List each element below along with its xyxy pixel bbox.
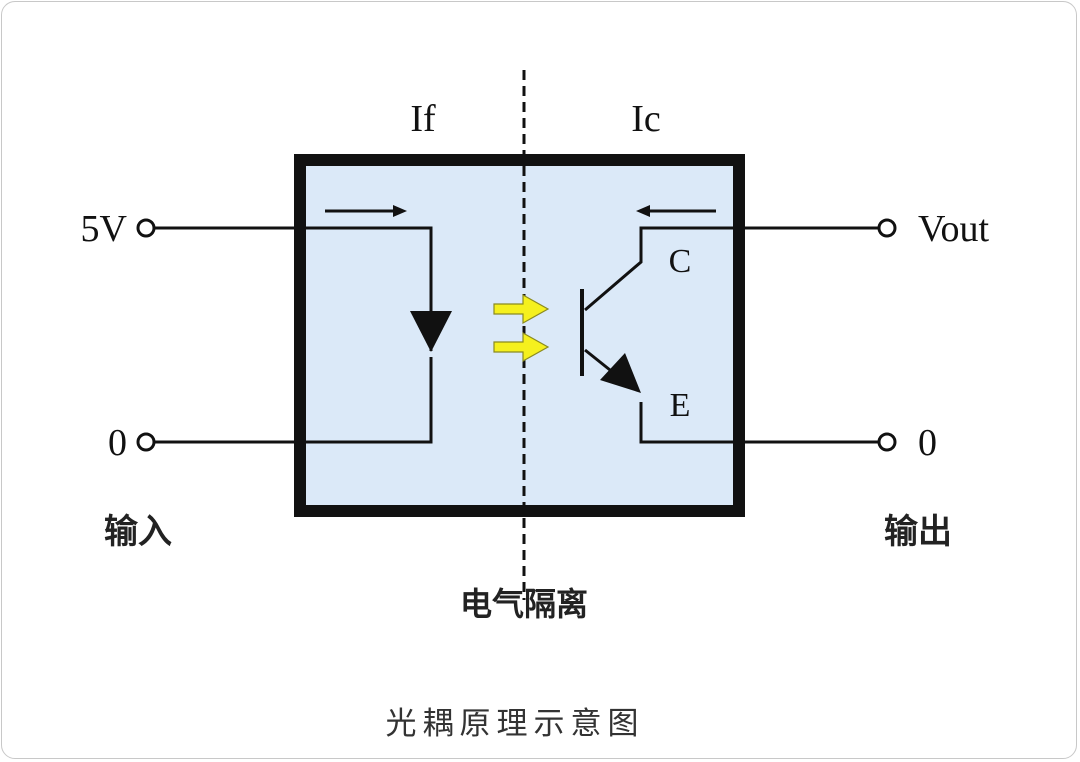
isolation-label: 电气隔离 bbox=[460, 585, 588, 623]
phototransistor-icon bbox=[580, 226, 880, 444]
input-ground-label: 0 bbox=[108, 422, 127, 464]
collector-label: C bbox=[669, 243, 692, 280]
ic-label: Ic bbox=[631, 98, 661, 140]
output-voltage-label: Vout bbox=[918, 208, 990, 250]
output-caption: 输出 bbox=[884, 512, 952, 552]
input-voltage-label: 5V bbox=[81, 208, 128, 250]
light-emission-icon bbox=[493, 293, 550, 363]
optocoupler-package bbox=[294, 154, 745, 517]
figure-caption: 光耦原理示意图 bbox=[386, 706, 645, 742]
output-terminal-vout bbox=[877, 218, 897, 238]
if-label: If bbox=[410, 98, 436, 140]
emitter-label: E bbox=[670, 387, 691, 424]
led-diode-icon bbox=[410, 311, 452, 352]
output-terminal-0 bbox=[877, 432, 897, 452]
input-terminal-5v bbox=[136, 218, 156, 238]
emitter-arrow-icon bbox=[600, 353, 641, 393]
if-direction-arrow-icon bbox=[325, 205, 407, 217]
output-ground-label: 0 bbox=[918, 422, 937, 464]
input-caption: 输入 bbox=[104, 512, 172, 552]
led-circuit bbox=[153, 226, 433, 444]
ic-direction-arrow-icon bbox=[636, 205, 716, 217]
input-terminal-0 bbox=[136, 432, 156, 452]
